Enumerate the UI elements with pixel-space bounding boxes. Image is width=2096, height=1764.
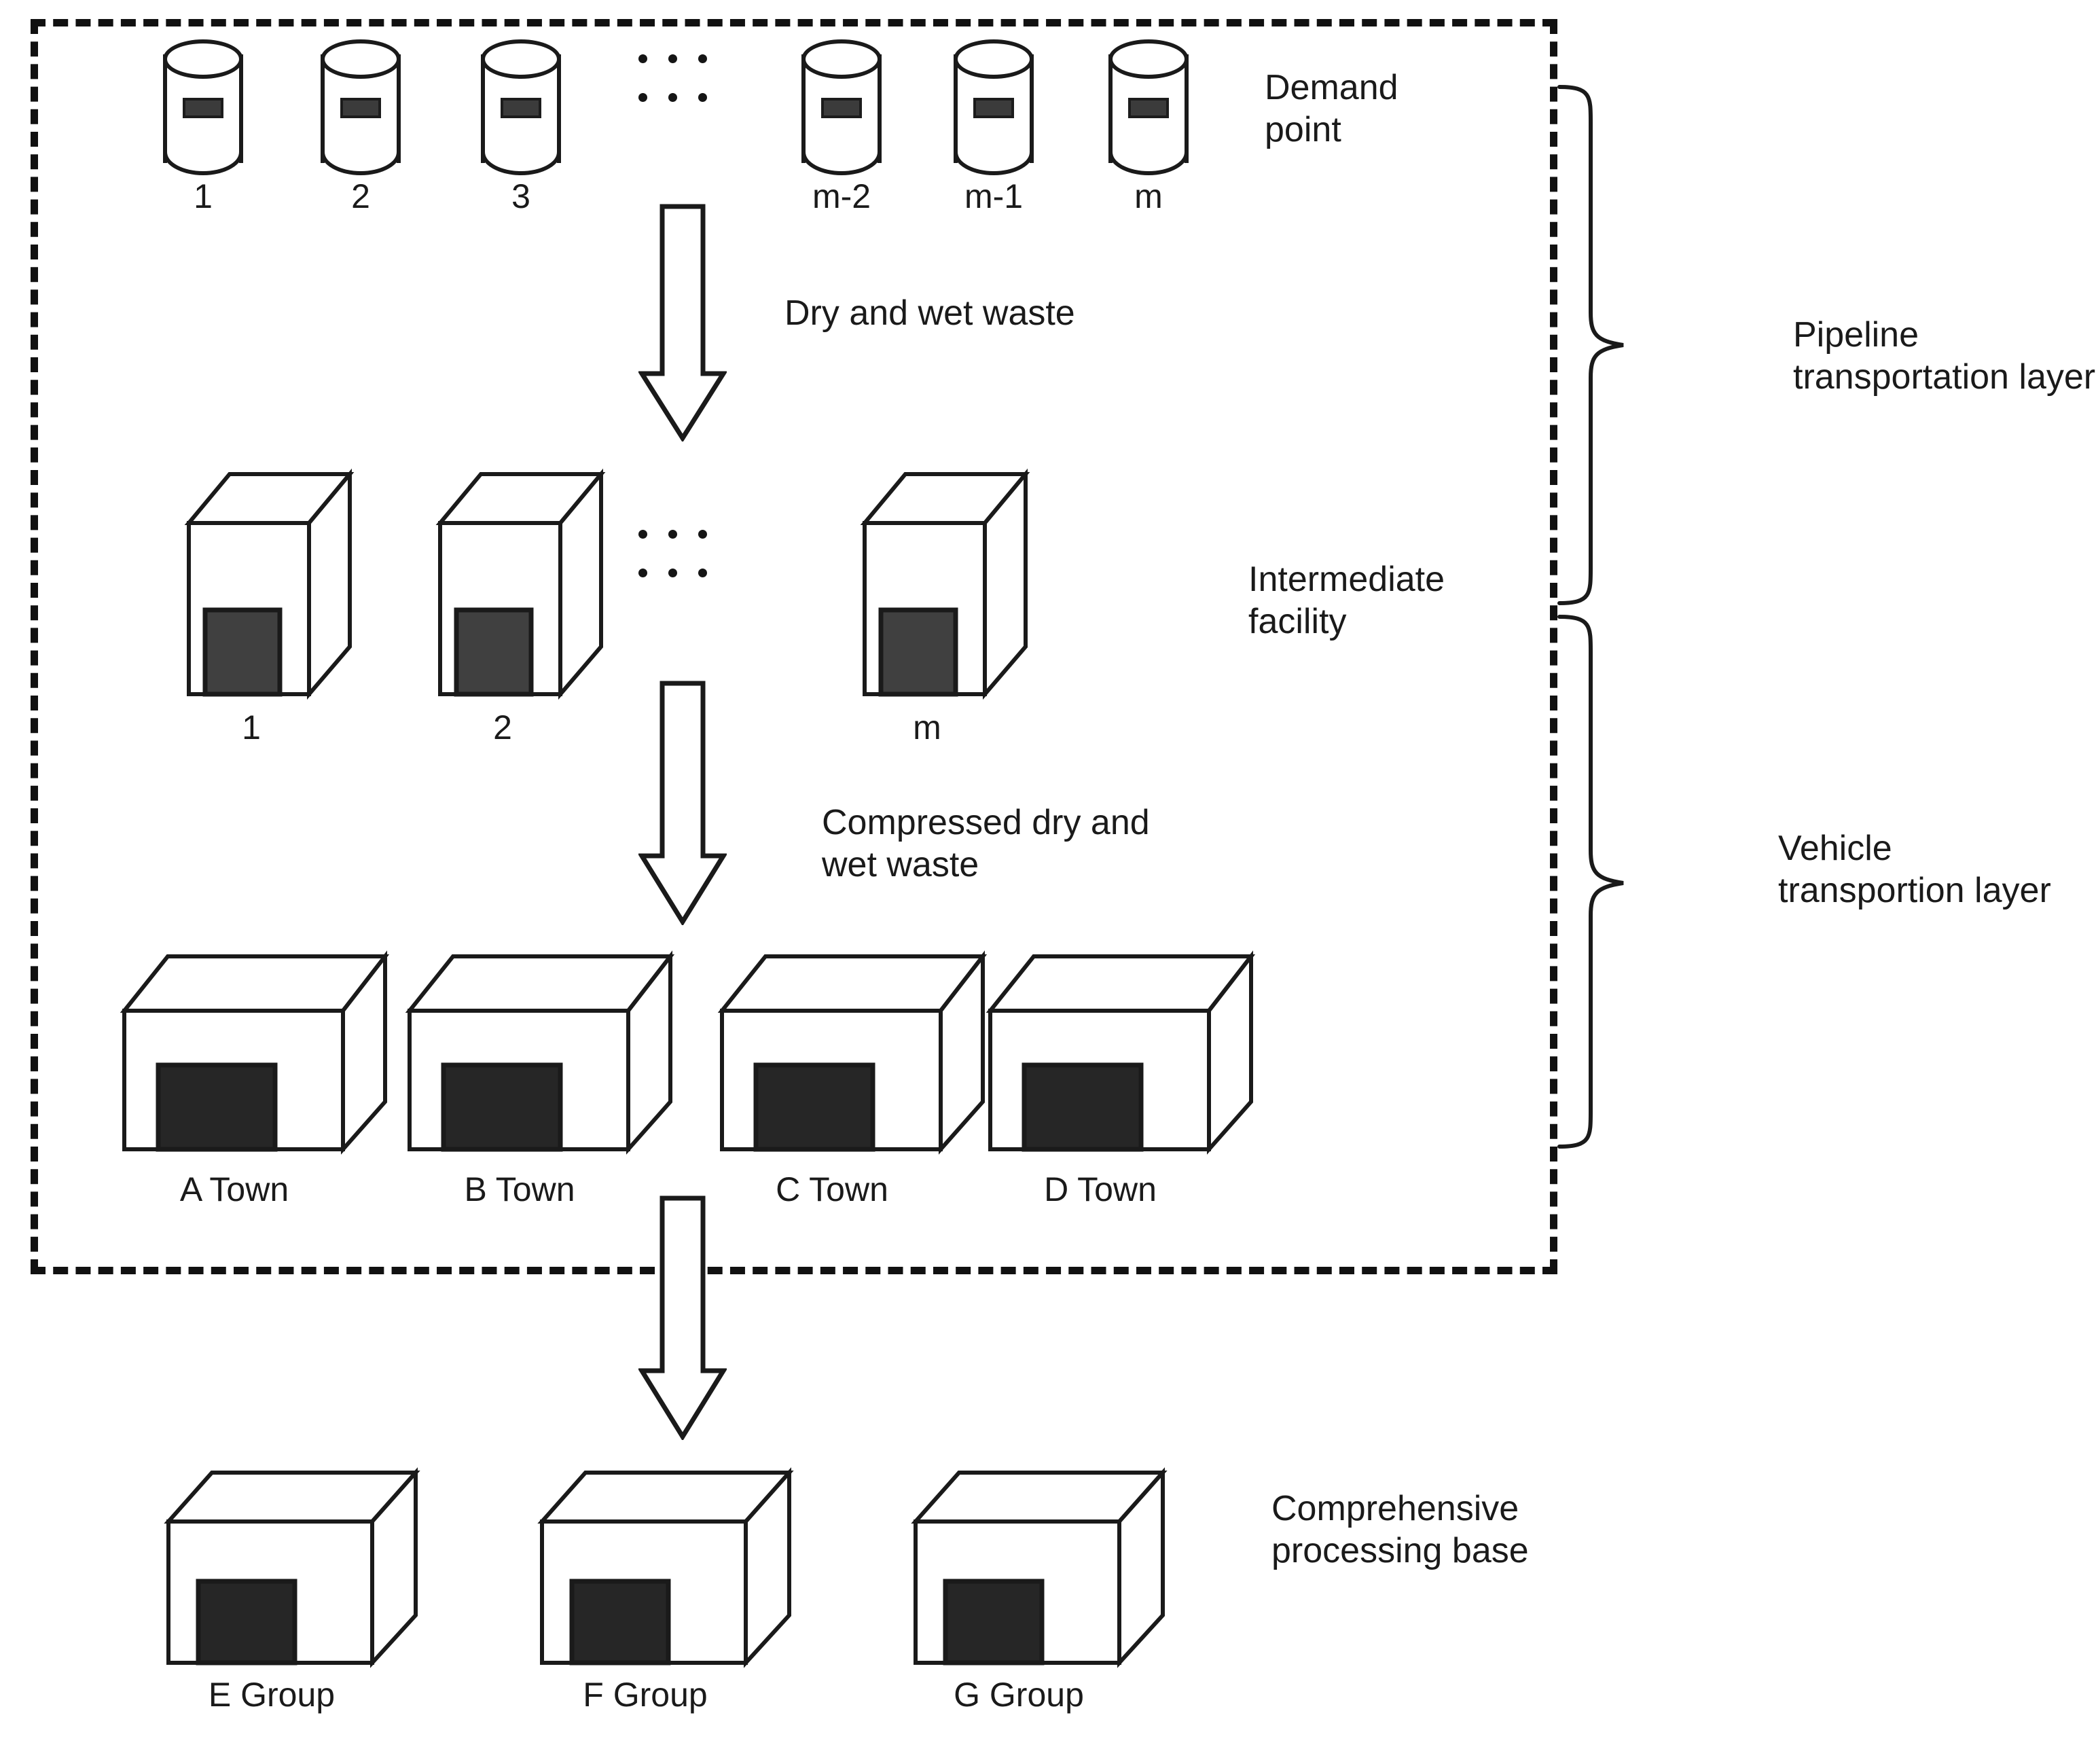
cylinder-slot-icon <box>501 98 541 118</box>
cylinder-slot-icon <box>821 98 862 118</box>
town-label: A Town <box>179 1170 289 1208</box>
processing-base-row-label: Comprehensive processing base <box>1271 1489 1529 1571</box>
pipeline-layer-label: Pipeline transportation layer <box>1793 315 2096 397</box>
cylinder-slot-icon <box>340 98 381 118</box>
cylinder-icon <box>801 39 882 175</box>
intermediate-facility-m[interactable] <box>859 468 1030 700</box>
demand-points-ellipsis-icon <box>638 54 707 132</box>
vehicle-layer-label: Vehicle transportion layer <box>1778 829 2051 911</box>
flow-arrow-to-processing-base <box>638 1195 727 1440</box>
cylinder-slot-icon <box>1128 98 1169 118</box>
cylinder-icon <box>954 39 1034 175</box>
town-b[interactable] <box>404 950 676 1162</box>
flow-arrow-compressed-waste <box>638 681 727 925</box>
cylinder-icon <box>1108 39 1189 175</box>
demand-point-label: m-2 <box>812 177 871 215</box>
town-a[interactable] <box>119 950 391 1162</box>
town-label: B Town <box>464 1170 575 1208</box>
town-c[interactable] <box>717 950 988 1162</box>
cylinder-icon <box>481 39 561 175</box>
demand-point-row-label: Demand point <box>1265 68 1398 150</box>
intermediate-facility-label: m <box>913 708 941 746</box>
demand-point-label: 2 <box>351 177 370 215</box>
demand-point-label: 3 <box>511 177 530 215</box>
cylinder-icon <box>321 39 401 175</box>
flow-2-label: Compressed dry and wet waste <box>822 803 1150 885</box>
cylinder-slot-icon <box>183 98 223 118</box>
group-label: E Group <box>208 1676 336 1714</box>
intermediate-facility-label: 2 <box>493 708 512 746</box>
group-f[interactable] <box>537 1467 795 1671</box>
town-label: C Town <box>776 1170 888 1208</box>
demand-point-label: m <box>1134 177 1163 215</box>
group-e[interactable] <box>163 1467 421 1671</box>
group-g[interactable] <box>910 1467 1168 1671</box>
town-label: D Town <box>1044 1170 1157 1208</box>
flow-arrow-dry-wet-waste <box>638 204 727 442</box>
pipeline-layer-brace-icon <box>1555 82 1630 611</box>
dashed-boundary-box <box>31 19 1557 1274</box>
demand-point-label: 1 <box>194 177 213 215</box>
cylinder-slot-icon <box>973 98 1014 118</box>
flow-1-label: Dry and wet waste <box>784 293 1075 333</box>
demand-point-label: m-1 <box>964 177 1024 215</box>
vehicle-layer-brace-icon <box>1555 611 1630 1155</box>
intermediate-facility-1[interactable] <box>183 468 355 700</box>
cylinder-icon <box>163 39 243 175</box>
intermediate-facility-ellipsis-icon <box>638 530 707 607</box>
group-label: G Group <box>954 1676 1084 1714</box>
intermediate-facility-row-label: Intermediate facility <box>1248 560 1445 642</box>
intermediate-facility-label: 1 <box>242 708 261 746</box>
intermediate-facility-2[interactable] <box>435 468 606 700</box>
town-d[interactable] <box>985 950 1257 1162</box>
group-label: F Group <box>583 1676 708 1714</box>
